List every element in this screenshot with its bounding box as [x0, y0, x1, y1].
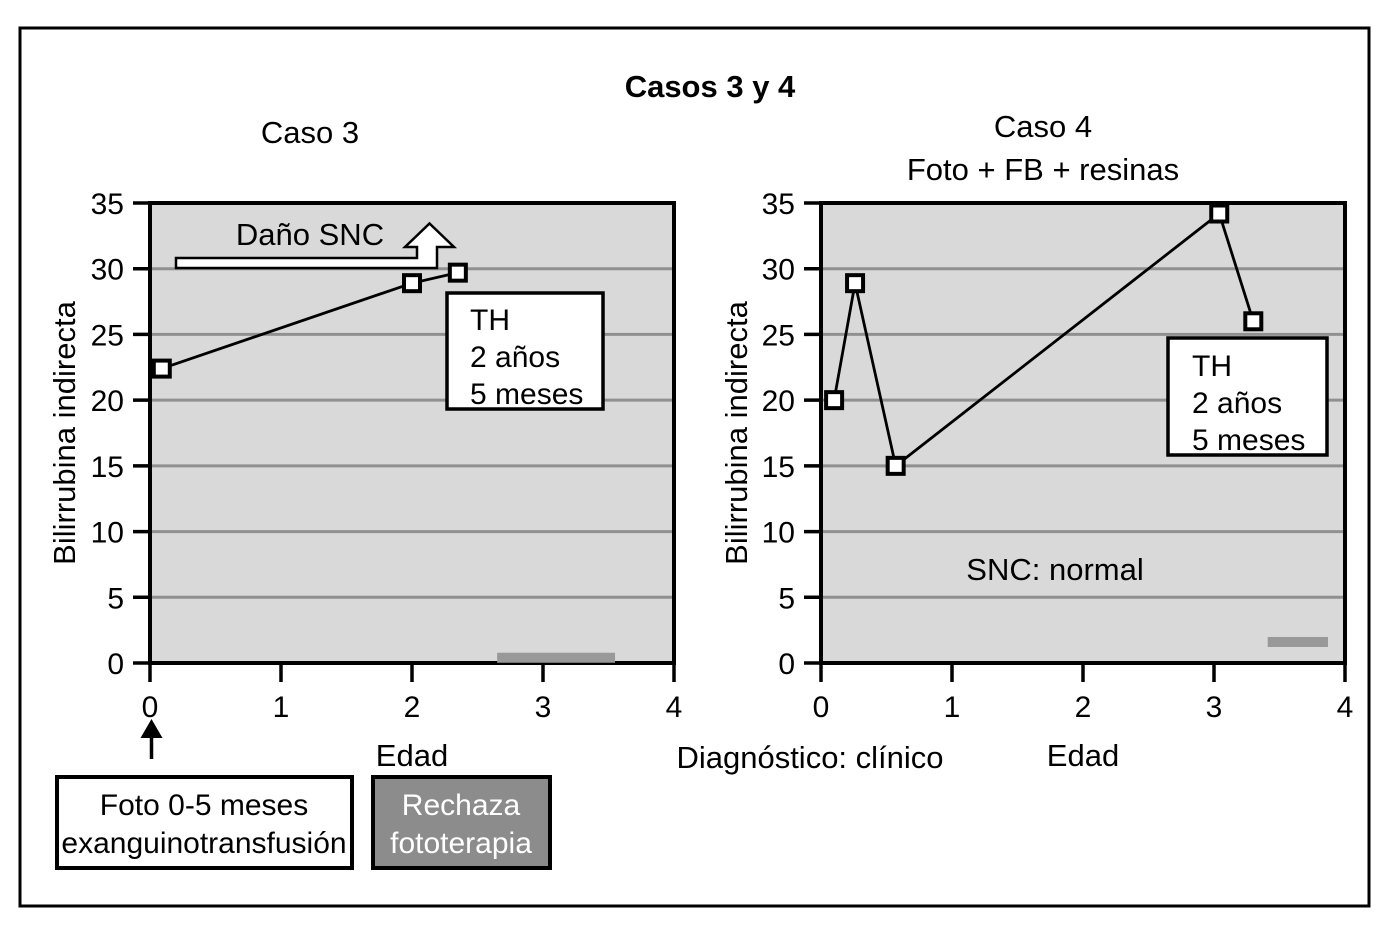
x-tick-label: 2 [1075, 691, 1092, 724]
y-tick-label: 0 [107, 648, 124, 681]
y-tick-label: 20 [762, 385, 795, 418]
data-point-marker [447, 262, 468, 283]
caso4-th-line2: 2 años [1192, 387, 1282, 420]
y-tick-label: 15 [91, 451, 124, 484]
y-tick-label: 10 [91, 517, 124, 550]
y-tick-label: 15 [762, 451, 795, 484]
caso3-y-axis-label: Bilirrubina indirecta [47, 300, 82, 564]
x-tick-label: 3 [1206, 691, 1223, 724]
x-tick-label: 2 [404, 691, 421, 724]
photo-exchange-line2: exanguinotransfusión [61, 827, 346, 860]
data-point-marker [402, 273, 422, 294]
data-point-marker [885, 455, 906, 476]
x-tick-label: 3 [535, 691, 552, 724]
data-point-marker [824, 390, 845, 411]
cns-damage-label: Daño SNC [236, 217, 384, 252]
treatment-bar [497, 652, 616, 663]
caso3-th-line2: 2 años [470, 341, 560, 374]
caso4-th-line3: 5 meses [1192, 424, 1305, 457]
caso4-th-box: TH 2 años 5 meses [1166, 336, 1329, 457]
y-tick-label: 20 [91, 385, 124, 418]
y-tick-label: 25 [91, 319, 124, 352]
y-tick-label: 35 [91, 188, 124, 221]
data-point-marker [1243, 311, 1264, 332]
diagnosis-note: Diagnóstico: clínico [676, 740, 943, 775]
snc-normal-note: SNC: normal [966, 552, 1143, 587]
caso3-title: Caso 3 [261, 115, 359, 150]
caso4-axis-ticks: 0 5 10 15 20 25 30 35 0 1 2 3 4 [762, 188, 1354, 724]
rechaza-line2: fototerapia [390, 827, 532, 860]
y-tick-label: 0 [778, 648, 795, 681]
x-tick-label: 4 [666, 691, 683, 724]
y-tick-label: 30 [91, 254, 124, 287]
data-point-marker [845, 273, 866, 294]
event-up-arrow-icon [140, 719, 163, 759]
x-tick-label: 4 [1337, 691, 1354, 724]
caso4-treatment-bar [1267, 636, 1328, 647]
caso4-bilirubin-series [824, 203, 1264, 476]
y-tick-label: 5 [107, 582, 124, 615]
x-tick-label: 0 [142, 691, 159, 724]
x-tick-label: 0 [813, 691, 830, 724]
y-tick-label: 5 [778, 582, 795, 615]
y-tick-label: 25 [762, 319, 795, 352]
photo-exchange-line1: Foto 0-5 meses [100, 789, 308, 822]
caso4-subtitle: Foto + FB + resinas [907, 152, 1179, 187]
rechaza-fototerapia-box: Rechaza fototerapia [371, 775, 552, 870]
caso4-th-line1: TH [1192, 350, 1232, 383]
caso4-title: Caso 4 [994, 109, 1092, 144]
y-tick-label: 30 [762, 254, 795, 287]
y-tick-label: 10 [762, 517, 795, 550]
caso3-plot-area [148, 201, 676, 665]
caso3-th-box: TH 2 años 5 meses [445, 291, 605, 411]
caso4-gridlines [823, 267, 1343, 599]
y-tick-label: 35 [762, 188, 795, 221]
caso3-x-axis-label: Edad [376, 738, 448, 773]
caso3-th-line3: 5 meses [470, 378, 583, 411]
data-point-marker [1209, 203, 1230, 224]
caso3-axis-ticks: 0 5 10 15 20 25 30 35 0 1 2 3 4 [91, 188, 683, 724]
caso4-y-axis-label: Bilirrubina indirecta [719, 300, 754, 564]
photo-exchange-box: Foto 0-5 meses exanguinotransfusión [55, 775, 354, 870]
data-point-marker [151, 358, 172, 379]
treatment-bar [1267, 636, 1328, 647]
x-tick-label: 1 [273, 691, 290, 724]
caso3-treatment-bar [497, 652, 616, 663]
caso4-x-axis-label: Edad [1047, 738, 1119, 773]
caso3-th-line1: TH [470, 304, 510, 337]
caso3-bilirubin-series [151, 262, 468, 379]
x-tick-label: 1 [944, 691, 961, 724]
figure-title: Casos 3 y 4 [625, 69, 796, 104]
rechaza-line1: Rechaza [402, 789, 521, 822]
cns-damage-arrow-icon [174, 221, 458, 270]
